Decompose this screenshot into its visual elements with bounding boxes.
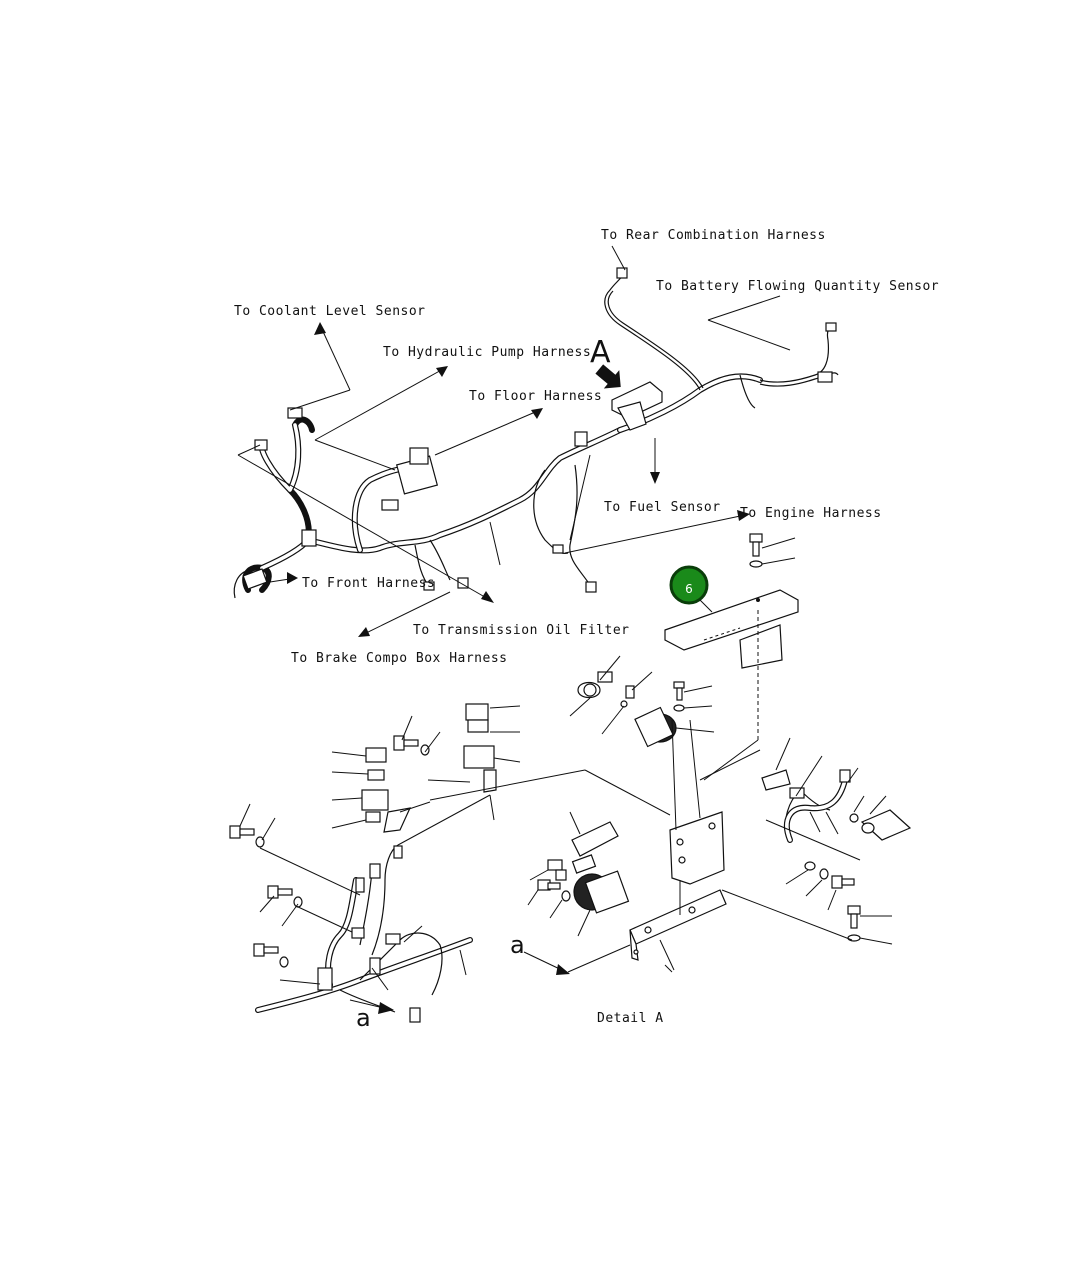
ref-a-left: a <box>510 931 525 959</box>
label-coolant-level: To Coolant Level Sensor <box>234 304 426 319</box>
callout-6[interactable]: 6 <box>669 565 713 613</box>
leader-lines-top <box>237 245 791 637</box>
label-floor: To Floor Harness <box>469 389 602 404</box>
label-battery-flowing: To Battery Flowing Quantity Sensor <box>656 279 939 294</box>
harness-labels: To Rear Combination Harness To Battery F… <box>234 228 939 666</box>
callout-circle[interactable] <box>669 565 709 605</box>
label-engine: To Engine Harness <box>740 506 882 521</box>
main-harness-assembly <box>233 267 839 599</box>
callout-number[interactable]: 6 <box>685 582 693 596</box>
label-rear-combination: To Rear Combination Harness <box>601 228 826 243</box>
label-detail-a: Detail A <box>597 1011 664 1026</box>
detail-a-assembly <box>229 533 912 1023</box>
ref-a-bottom: a <box>356 1004 371 1032</box>
label-transmission: To Transmission Oil Filter <box>413 623 630 638</box>
label-brake-compo: To Brake Compo Box Harness <box>291 651 508 666</box>
label-fuel-sensor: To Fuel Sensor <box>604 500 721 515</box>
detail-labels: a a Detail A <box>356 931 664 1032</box>
view-marker-A: A <box>590 335 611 370</box>
label-front: To Front Harness <box>302 576 435 591</box>
label-hydraulic-pump: To Hydraulic Pump Harness <box>383 345 591 360</box>
